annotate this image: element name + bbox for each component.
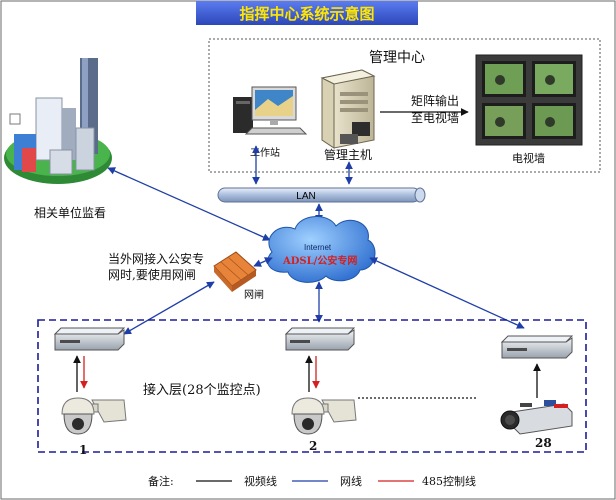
internet-label: Internet [304, 243, 332, 252]
access-layer-box [37, 319, 587, 453]
matrix-label-line1: 矩阵输出 [411, 93, 459, 108]
adsl-label: ADSL/公安专网 [282, 254, 357, 267]
cloud-gateway-link [253, 257, 273, 267]
lan-bar [217, 187, 426, 203]
encoder-1-icon [53, 327, 126, 351]
encoder-2-icon [284, 327, 356, 351]
workstation-icon [233, 86, 308, 135]
camera-number-2: 2 [309, 439, 317, 453]
tv-wall-icon [475, 54, 583, 146]
buildings-icon [4, 58, 112, 184]
diagram-title: 指挥中心系统示意图 [239, 5, 374, 23]
encoder-28-icon [500, 335, 574, 359]
tv-wall-label: 电视墙 [512, 151, 545, 165]
related-unit-label: 相关单位监看 [34, 205, 106, 220]
legend-title: 备注: [148, 474, 174, 488]
access-layer-label: 接入层(28个监控点) [143, 382, 261, 398]
cloud-device28-link [369, 257, 525, 329]
legend-label-control: 485控制线 [422, 474, 476, 488]
firewall-icon [213, 251, 257, 292]
legend-label-network: 网线 [340, 474, 362, 488]
workstation-label: 工作站 [250, 146, 280, 159]
box-camera-28-icon [500, 400, 573, 435]
camera-number-28: 28 [535, 436, 552, 450]
dome-camera-1-icon [61, 397, 127, 435]
host-label: 管理主机 [324, 147, 372, 162]
gateway-device1-link [123, 281, 215, 335]
legend-label-video: 视频线 [244, 474, 277, 488]
host-server-icon [320, 69, 376, 149]
management-center-label: 管理中心 [369, 50, 425, 66]
gateway-note-line2: 网时,要使用网闸 [108, 267, 196, 282]
management-center-box [208, 38, 601, 173]
gateway-label: 网闸 [244, 288, 264, 301]
title-bar [196, 1, 418, 25]
gateway-note-line1: 当外网接入公安专 [108, 251, 204, 266]
matrix-label-line2: 至电视墙 [411, 110, 459, 125]
dome-camera-2-icon [291, 397, 357, 435]
internet-cloud-icon [267, 216, 376, 283]
lan-label: LAN [296, 191, 315, 202]
buildings-cloud-link [107, 167, 271, 241]
camera-number-1: 1 [79, 443, 87, 457]
